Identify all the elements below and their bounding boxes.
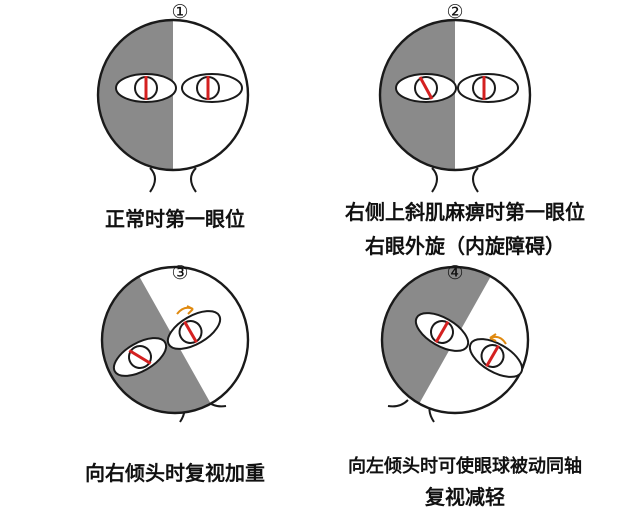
neck-outline	[431, 167, 479, 193]
eye-icon	[112, 337, 168, 377]
neck-outline	[149, 167, 197, 193]
axis-line	[418, 76, 434, 100]
eye-icon	[395, 73, 457, 103]
panel-3-number: ③	[171, 262, 189, 284]
eye-icon	[457, 73, 519, 103]
panel-2-caption-line-2: 右眼外旋（内旋障碍）	[365, 234, 565, 258]
eye-icon	[468, 338, 524, 378]
panel-2-figure	[378, 18, 532, 193]
panel-4-figure	[380, 265, 530, 423]
eye-icon	[115, 73, 177, 103]
axis-line	[183, 320, 198, 344]
panel-3-caption: 向右倾头时复视加重	[85, 461, 265, 485]
eye-icon	[166, 310, 222, 350]
panel-1-number: ①	[171, 1, 189, 23]
panel-2-caption-line-1: 右侧上斜肌麻痹时第一眼位	[345, 200, 585, 224]
panel-4-caption-line-2: 复视减轻	[425, 485, 505, 509]
eye-icon	[181, 73, 243, 103]
panel-4-caption-line-1: 向左倾头时可使眼球被动同轴	[348, 456, 582, 477]
axis-line	[128, 349, 152, 365]
panel-2-number: ②	[446, 1, 464, 23]
axis-line	[434, 320, 450, 344]
panel-3-figure	[100, 265, 250, 423]
eye-icon	[414, 312, 470, 352]
panel-1-figure	[96, 18, 250, 193]
axis-line	[485, 344, 500, 368]
panel-4-number: ④	[446, 262, 464, 284]
panel-1-caption: 正常时第一眼位	[105, 207, 245, 231]
